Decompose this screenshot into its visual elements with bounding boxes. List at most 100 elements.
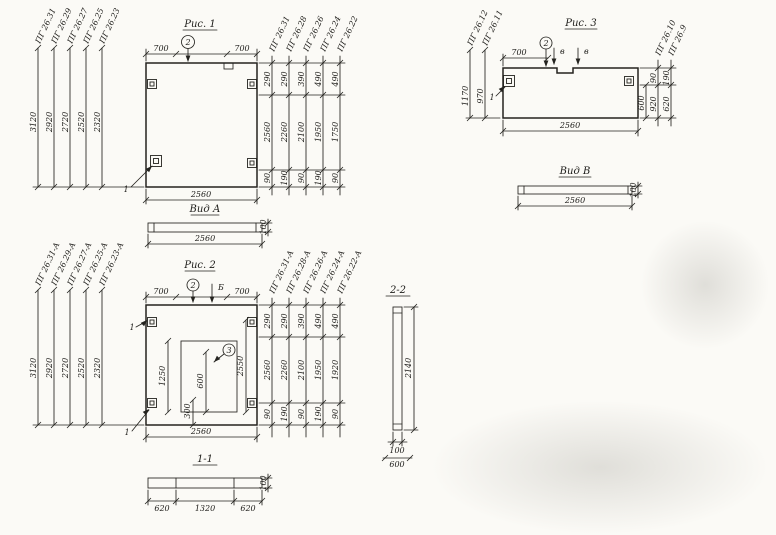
dim-value: 1750 — [331, 122, 340, 142]
dim-value: 90 — [297, 409, 306, 419]
dim-value: 2260 — [280, 360, 289, 381]
dim-value: 2920 — [45, 358, 54, 379]
dim-value: 2260 — [280, 122, 289, 143]
fig1-title: Рис. 1 — [183, 19, 216, 30]
dim-value: 2100 — [297, 122, 306, 143]
callout-number: 2 — [542, 39, 548, 48]
dim-value: 490 — [331, 71, 340, 87]
callout-number: 1 — [489, 93, 494, 102]
fig2-embed-right-bottom — [247, 398, 257, 408]
dim-value: 490 — [314, 313, 323, 329]
callout-number: 2 — [189, 281, 195, 290]
fig1-side-view-bar — [147, 222, 263, 233]
leader-arrow — [185, 55, 191, 62]
dim-value: 490 — [314, 71, 323, 87]
section-arrow — [209, 296, 215, 303]
view-arrow — [551, 58, 557, 65]
dim-value: 2560 — [564, 196, 585, 205]
dim-value: 1950 — [314, 360, 323, 380]
fig1: Рис. 1 700 700 2 1 ПГ 26.31 ПГ 26.29 ПГ … — [29, 6, 360, 249]
callout-number: 1 — [123, 185, 128, 194]
fig2-embed-left-bottom — [147, 398, 157, 408]
dim-value: 700 — [234, 287, 249, 296]
section-2-2-dimension-lines — [382, 295, 419, 459]
fig3-panel-outline — [502, 67, 639, 119]
fig2-section-bar — [147, 477, 263, 489]
fig1-top-insert — [223, 62, 234, 70]
dim-value: 190 — [314, 406, 323, 421]
dim-value: 620 — [240, 504, 255, 513]
dim-value: 700 — [153, 287, 168, 296]
dim-value: 2140 — [404, 358, 413, 379]
dim-value: 2560 — [263, 122, 272, 143]
dim-value: 1250 — [158, 366, 167, 386]
fig1-embed-right-bottom — [247, 158, 257, 168]
dim-value: 600 — [196, 373, 205, 388]
fig1-dimension-lines — [32, 29, 346, 249]
fig2-title: Рис. 2 — [183, 260, 216, 271]
dim-value: 2560 — [190, 190, 211, 199]
leader-arrow — [212, 355, 221, 364]
dim-value: 2560 — [190, 427, 211, 436]
callout-number: 3 — [226, 346, 231, 355]
dim-value: 90 — [263, 173, 272, 183]
dim-value: 2320 — [93, 112, 102, 133]
dim-value: 2520 — [77, 358, 86, 379]
fig3: Рис. 3 700 2 в в 1 ПГ 26.12 ПГ 26.11 117… — [461, 9, 689, 211]
dim-value: 2560 — [263, 360, 272, 381]
dim-value: 620 — [154, 504, 169, 513]
callout-number: 1 — [124, 428, 129, 437]
section-2-2: 2-2 2140 100 600 — [381, 285, 419, 469]
dim-value: 2560 — [194, 234, 215, 243]
dim-value: 2920 — [45, 112, 54, 133]
dim-value: 970 — [476, 88, 485, 103]
dim-value: 2720 — [61, 358, 70, 379]
dim-value: 2720 — [61, 112, 70, 133]
view-b-title: Вид В — [559, 166, 591, 177]
fig1-panel-outline — [145, 62, 258, 188]
fig2-embed-right-top — [247, 317, 257, 327]
dim-value: 700 — [153, 44, 168, 53]
dim-value: 190 — [662, 70, 671, 85]
dim-value: 290 — [263, 71, 272, 87]
dim-value: 100 — [629, 182, 638, 197]
view-letter: в — [584, 47, 589, 56]
dim-value: 300 — [183, 403, 192, 418]
dim-value: 390 — [297, 71, 306, 86]
section-2-2-dim-ticks — [381, 303, 418, 462]
leader-arrow — [543, 60, 549, 67]
dim-value: 700 — [234, 44, 249, 53]
dim-value: 90 — [297, 173, 306, 183]
fig2-embed-left-top — [147, 317, 157, 327]
fig2: Рис. 2 700 700 2 Б 3 1 1 ПГ 26.31-А ПГ 2… — [29, 241, 363, 513]
dim-value: 600 — [389, 460, 404, 469]
dim-value: 490 — [331, 313, 340, 329]
fig2-dimension-lines — [32, 270, 346, 506]
dim-value: 90 — [263, 409, 272, 419]
dim-value: 100 — [259, 475, 268, 490]
fig3-side-view-bar — [517, 185, 633, 195]
dim-value: 190 — [280, 170, 289, 185]
fig3-dim-ticks — [466, 46, 675, 210]
view-arrow — [575, 58, 581, 65]
fig2-dim-ticks — [34, 286, 344, 505]
dim-value: 100 — [389, 446, 404, 455]
dim-value: 620 — [662, 96, 671, 111]
section-letter: Б — [217, 283, 224, 292]
fig1-lifting-loop — [150, 155, 162, 167]
fig1-embed-right-top — [247, 79, 257, 89]
section-1-1-title: 1-1 — [197, 454, 213, 465]
dim-value: 390 — [297, 313, 306, 328]
fig2-opening — [180, 340, 238, 413]
dim-value: 1170 — [461, 86, 470, 106]
dim-value: 1320 — [195, 504, 215, 513]
dim-value: 2560 — [559, 121, 580, 130]
dim-value: 2550 — [236, 356, 245, 377]
dim-value: 90 — [331, 173, 340, 183]
dim-value: 290 — [280, 313, 289, 329]
section-2-2-title: 2-2 — [389, 285, 406, 296]
view-a-title: Вид А — [189, 204, 221, 215]
section-2-2-bar — [392, 306, 403, 431]
